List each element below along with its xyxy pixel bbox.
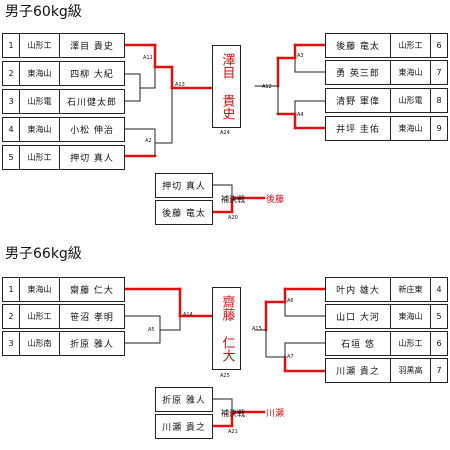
player-name: 齋藤 仁大 [59,277,125,302]
school-name: 羽黒高 [390,358,431,383]
player-name: 勇 英三郎 [325,60,391,85]
school-name: 山形電 [390,88,431,113]
match-code: A15 [252,326,262,332]
school-name: 山形電 [19,89,60,114]
third-place-player: 後藤 竜太 [155,200,213,225]
player-name: 叶内 雄大 [325,277,391,302]
school-name: 山形工 [390,331,431,356]
match-code: A7 [287,354,294,360]
match-code: A12 [262,84,272,90]
seed-number: 4 [430,277,448,302]
player-name: 山口 大河 [325,304,391,329]
match-code: A2 [145,138,152,144]
player-name: 清野 軍偉 [325,88,391,113]
player-name: 澤目 貴史 [59,33,125,58]
match-code: A11 [143,55,153,61]
school-name: 東海山 [390,304,431,329]
match-code: A14 [183,312,193,318]
school-name: 東海山 [19,61,60,86]
school-name: 山形南 [19,331,60,356]
match-code: A6 [287,298,294,304]
third-place-player: 折原 雅人 [155,387,213,412]
match-code: A20 [228,215,238,221]
school-name: 山形工 [390,33,431,58]
seed-number: 6 [430,33,448,58]
seed-number: 3 [2,89,20,114]
seed-number: 1 [2,277,20,302]
seed-number: 6 [430,331,448,356]
seed-number: 4 [2,117,20,142]
school-name: 山形工 [19,304,60,329]
match-code: A24 [220,130,230,136]
school-name: 東海山 [390,60,431,85]
seed-number: 2 [2,61,20,86]
school-name: 東海山 [19,117,60,142]
match-code: A4 [297,112,304,118]
player-name: 笹沼 孝明 [59,304,125,329]
match-code: A3 [297,53,304,59]
third-place-player: 押切 真人 [155,173,213,198]
third-place-player: 川瀬 貴之 [155,414,213,439]
school-name: 東海山 [390,116,431,141]
third-place-winner: 川瀬 [266,409,285,419]
division-title-66kg: 男子66kg級 [5,246,82,262]
champion-box: 澤目 貴史 [212,45,241,128]
seed-number: 7 [430,358,448,383]
seed-number: 3 [2,331,20,356]
seed-number: 5 [2,145,20,170]
match-code: A25 [220,373,230,379]
player-name: 井坪 圭佑 [325,116,391,141]
match-code: A13 [175,82,185,88]
player-name: 後藤 竜太 [325,33,391,58]
division-title-60kg: 男子60kg級 [5,4,82,20]
third-place-winner: 後藤 [266,195,285,205]
champion-box: 齋藤 仁大 [212,287,241,370]
match-code: A5 [148,327,155,333]
seed-number: 8 [430,88,448,113]
player-name: 石川健太郎 [59,89,125,114]
player-name: 押切 真人 [59,145,125,170]
third-place-label: 補決戦 [221,409,245,418]
seed-number: 7 [430,60,448,85]
school-name: 山形工 [19,33,60,58]
school-name: 新庄東 [390,277,431,302]
school-name: 山形工 [19,145,60,170]
player-name: 小松 伸治 [59,117,125,142]
player-name: 四柳 大紀 [59,61,125,86]
third-place-label: 補決戦 [221,195,245,204]
match-code: A21 [228,429,238,435]
player-name: 折原 雅人 [59,331,125,356]
player-name: 川瀬 貴之 [325,358,391,383]
seed-number: 2 [2,304,20,329]
seed-number: 5 [430,304,448,329]
school-name: 東海山 [19,277,60,302]
seed-number: 9 [430,116,448,141]
player-name: 石垣 悠 [325,331,391,356]
seed-number: 1 [2,33,20,58]
